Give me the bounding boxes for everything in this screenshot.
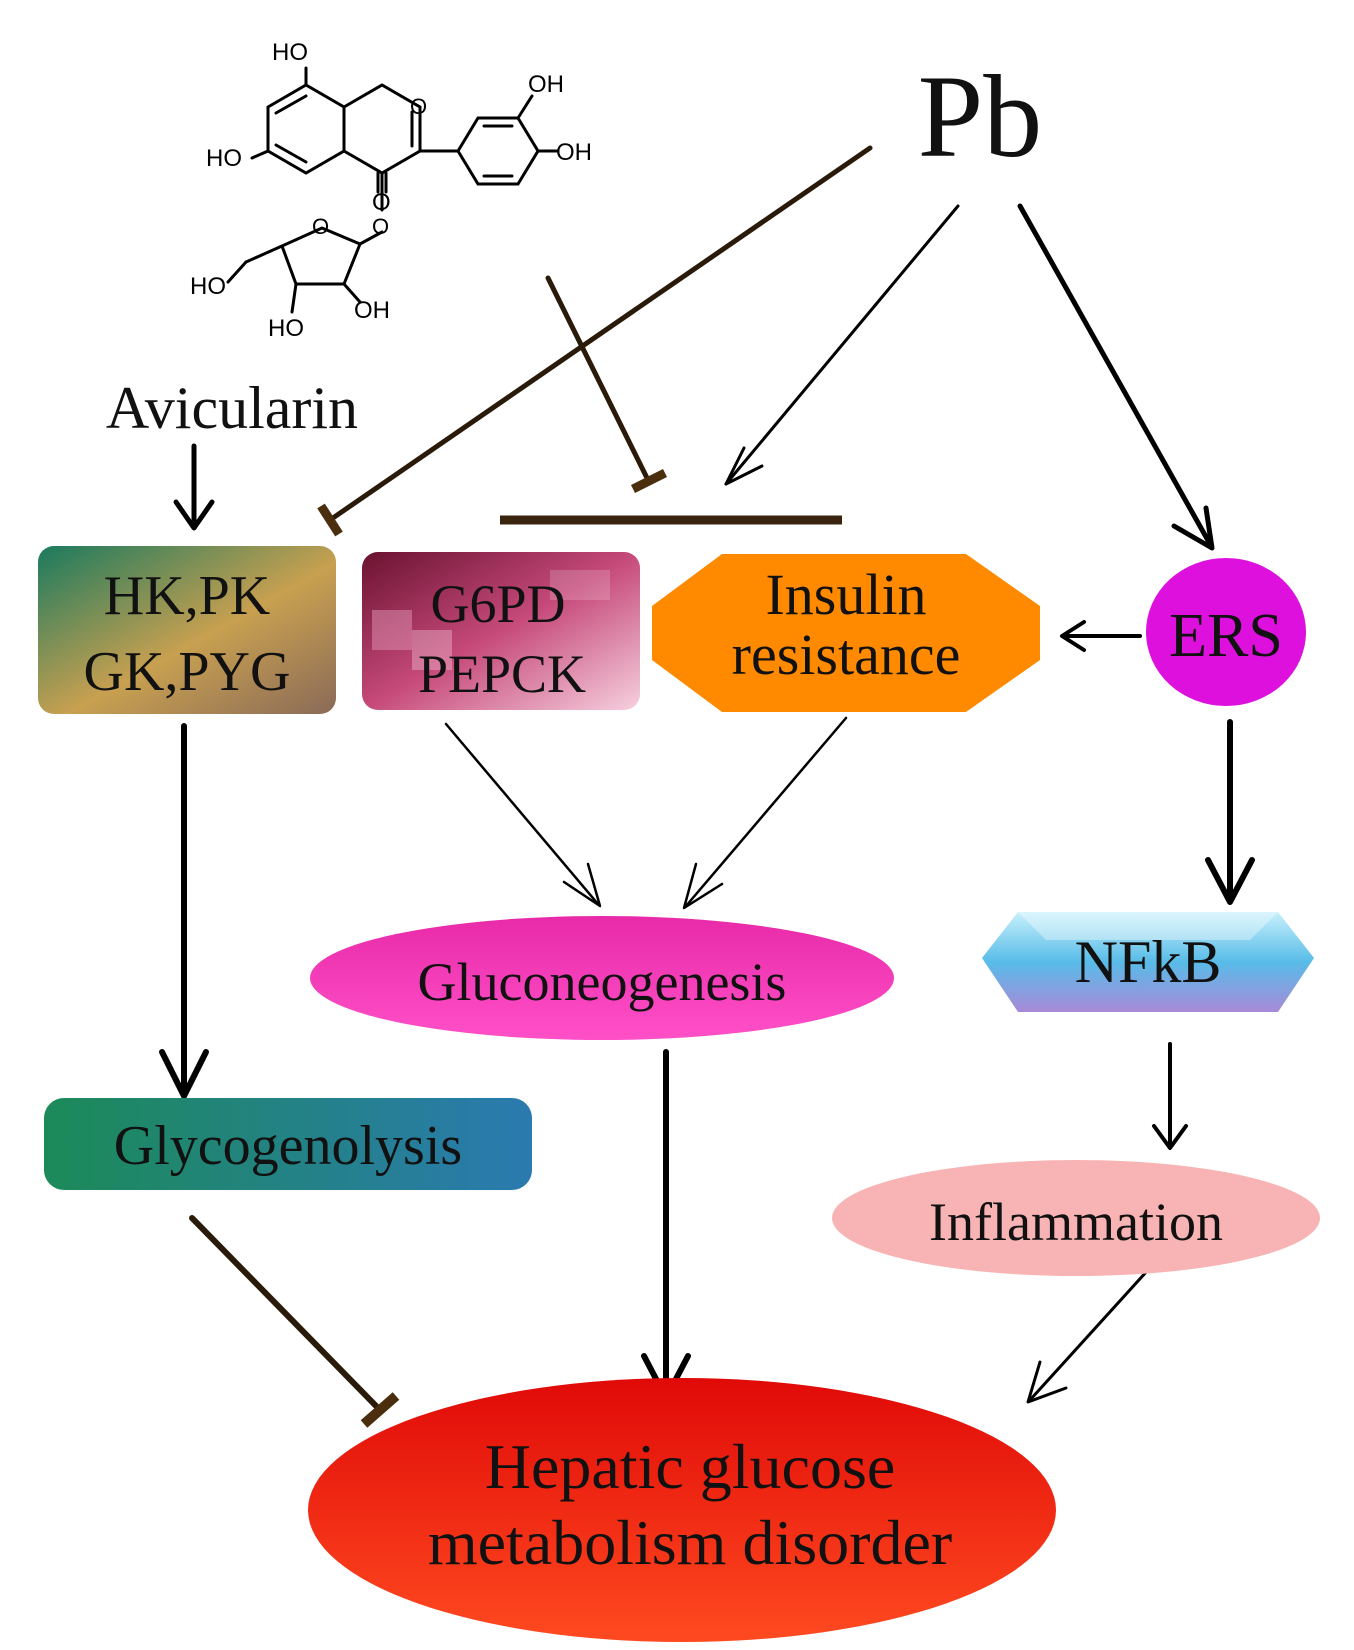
glycogenolysis-label: Glycogenolysis [114,1115,462,1177]
node-glycogenolysis: Glycogenolysis [44,1098,532,1190]
node-gluconeogenesis: Gluconeogenesis [310,916,894,1040]
arrow-inflammation-to-hepatic [1026,1268,1150,1404]
arrow-ers-to-insulin [1060,620,1142,652]
avicularin-structure: HO HO OH OH O O O O HO HO OH [190,39,592,342]
arrow-pb-to-ers [1017,203,1215,551]
node-ers: ERS [1146,558,1306,706]
kinases-line1: HK,PK [104,565,270,627]
ho-label: HO [206,145,242,172]
inhibition-pb-to-kinases [317,145,873,537]
arrow-avicularin-to-kinases [173,443,215,531]
o-label: O [372,214,389,239]
oh-label: OH [528,71,564,98]
inflammation-label: Inflammation [929,1192,1223,1252]
ho-label: HO [190,273,226,300]
g6pd-line2: PEPCK [418,644,586,704]
inhibition-glycogenolysis-to-hepatic [189,1215,400,1428]
arrow-kinases-to-glycogenolysis [159,723,209,1099]
o-label: O [372,189,391,216]
arrow-nfkb-to-inflammation [1152,1042,1188,1150]
node-inflammation: Inflammation [832,1160,1320,1276]
arrow-gluconeogenesis-to-hepatic [641,1049,691,1401]
kinases-line2: GK,PYG [84,641,291,703]
arrow-insulin-to-gluconeogenesis [682,716,848,910]
hepatic-line2: metabolism disorder [428,1507,952,1578]
arrow-ers-to-nfkb [1205,719,1255,905]
ers-label: ERS [1169,602,1283,670]
arrow-pb-to-bracket [724,204,960,486]
o-label: O [410,94,427,119]
g6pd-line1: G6PD [430,574,565,634]
nfkb-label: NFkB [1075,929,1222,995]
node-hepatic-disorder: Hepatic glucose metabolism disorder [308,1378,1056,1642]
node-g6pd-pepck: G6PD PEPCK [362,552,640,710]
node-insulin-resistance: Insulin resistance [652,554,1040,712]
insulin-line2: resistance [732,622,961,687]
o-label: O [312,214,329,239]
inhibition-avicularin-to-pb-effect [545,275,668,494]
gluconeogenesis-label: Gluconeogenesis [418,952,787,1012]
ho-label: HO [268,315,304,342]
ho-label: HO [272,39,308,66]
node-kinases: HK,PK GK,PYG [38,546,336,714]
arrow-g6pd-to-gluconeogenesis [444,722,602,908]
insulin-line1: Insulin [765,562,926,627]
node-nfkb: NFkB [982,912,1314,1012]
pb-label: Pb [918,51,1043,182]
hepatic-line1: Hepatic glucose [485,1431,896,1502]
oh-label: OH [354,297,390,324]
oh-label: OH [556,139,592,166]
avicularin-label: Avicularin [106,375,358,441]
